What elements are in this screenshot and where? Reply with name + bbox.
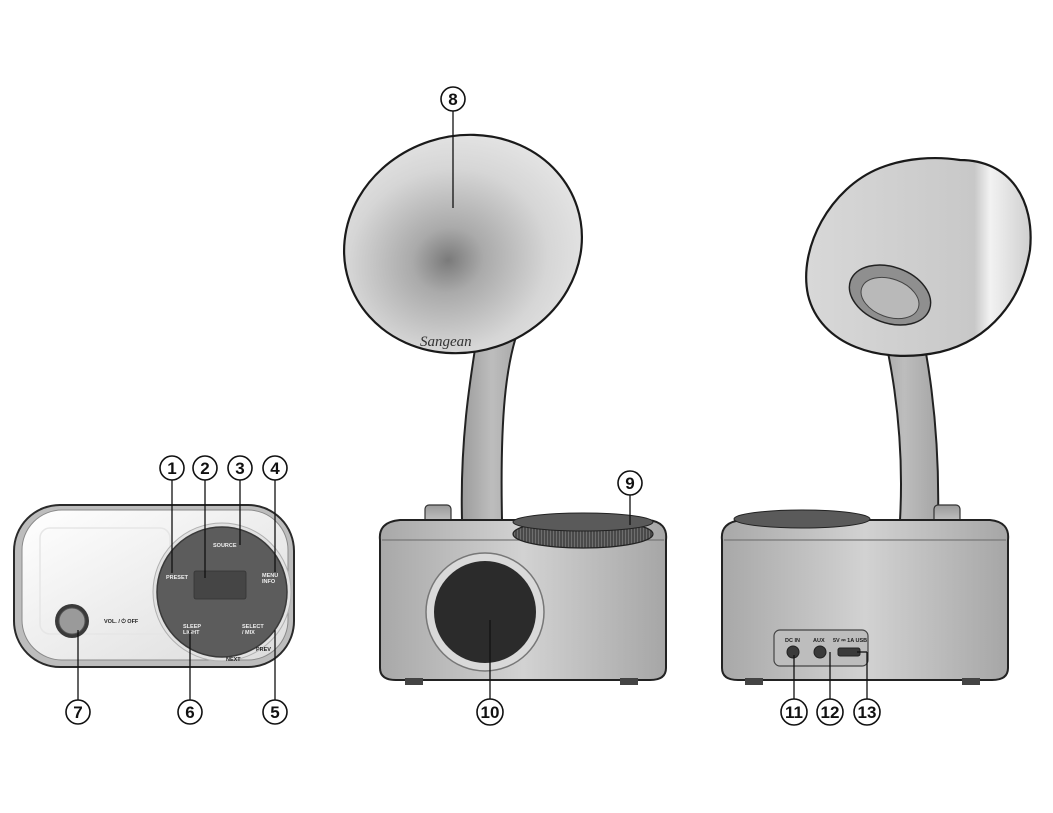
usb-port[interactable] xyxy=(837,647,861,657)
display-screen xyxy=(193,570,247,600)
volume-knob[interactable] xyxy=(55,604,89,638)
svg-text:12: 12 xyxy=(821,703,840,722)
callout-4: 4 xyxy=(262,455,288,481)
callout-12: 12 xyxy=(816,698,844,726)
back-view-radio: DC IN AUX 5V ⎓ 1A USB xyxy=(720,156,1032,685)
callout-7: 7 xyxy=(65,699,91,725)
aux-socket[interactable] xyxy=(813,645,827,659)
svg-text:2: 2 xyxy=(200,459,209,478)
callout-10: 10 xyxy=(476,698,504,726)
usb-label: 5V ⎓ 1A USB xyxy=(833,638,867,644)
callout-leaders xyxy=(77,110,868,700)
callout-11: 11 xyxy=(780,698,808,726)
tuning-knob[interactable] xyxy=(512,512,654,549)
callout-6: 6 xyxy=(177,699,203,725)
svg-text:9: 9 xyxy=(625,474,634,493)
vol-off-label: VOL. / ⏻ OFF xyxy=(104,618,139,625)
svg-text:6: 6 xyxy=(185,703,194,722)
svg-text:10: 10 xyxy=(481,703,500,722)
front-view-radio: Sangean xyxy=(342,133,668,685)
svg-text:3: 3 xyxy=(235,459,244,478)
dc-in-socket[interactable] xyxy=(786,645,800,659)
speaker-grille xyxy=(425,552,545,672)
svg-text:11: 11 xyxy=(785,703,803,722)
aux-label: AUX xyxy=(813,638,825,644)
callout-9: 9 xyxy=(617,470,643,496)
prev-label: PREV xyxy=(256,647,271,653)
horn-bell-back xyxy=(805,156,1032,357)
svg-text:8: 8 xyxy=(448,90,457,109)
svg-text:5: 5 xyxy=(270,703,279,722)
callout-1: 1 xyxy=(159,455,185,481)
callout-8: 8 xyxy=(440,86,466,112)
dc-in-label: DC IN xyxy=(785,638,800,644)
svg-text:1: 1 xyxy=(167,459,176,478)
select-mix-button[interactable]: SELECT/ MIX xyxy=(242,624,264,636)
next-label: NEXT xyxy=(226,657,241,663)
svg-text:7: 7 xyxy=(73,703,82,722)
svg-text:13: 13 xyxy=(858,703,877,722)
brand-logo: Sangean xyxy=(420,334,472,350)
source-button[interactable]: SOURCE xyxy=(213,543,237,549)
callout-2: 2 xyxy=(192,455,218,481)
connector-panel: DC IN AUX 5V ⎓ 1A USB xyxy=(773,629,869,667)
callout-3: 3 xyxy=(227,455,253,481)
svg-text:4: 4 xyxy=(270,459,280,478)
callout-13: 13 xyxy=(853,698,881,726)
horn-bell xyxy=(342,133,584,355)
callout-5: 5 xyxy=(262,699,288,725)
tuning-knob-back xyxy=(733,509,871,529)
preset-button[interactable]: PRESET xyxy=(166,575,189,581)
